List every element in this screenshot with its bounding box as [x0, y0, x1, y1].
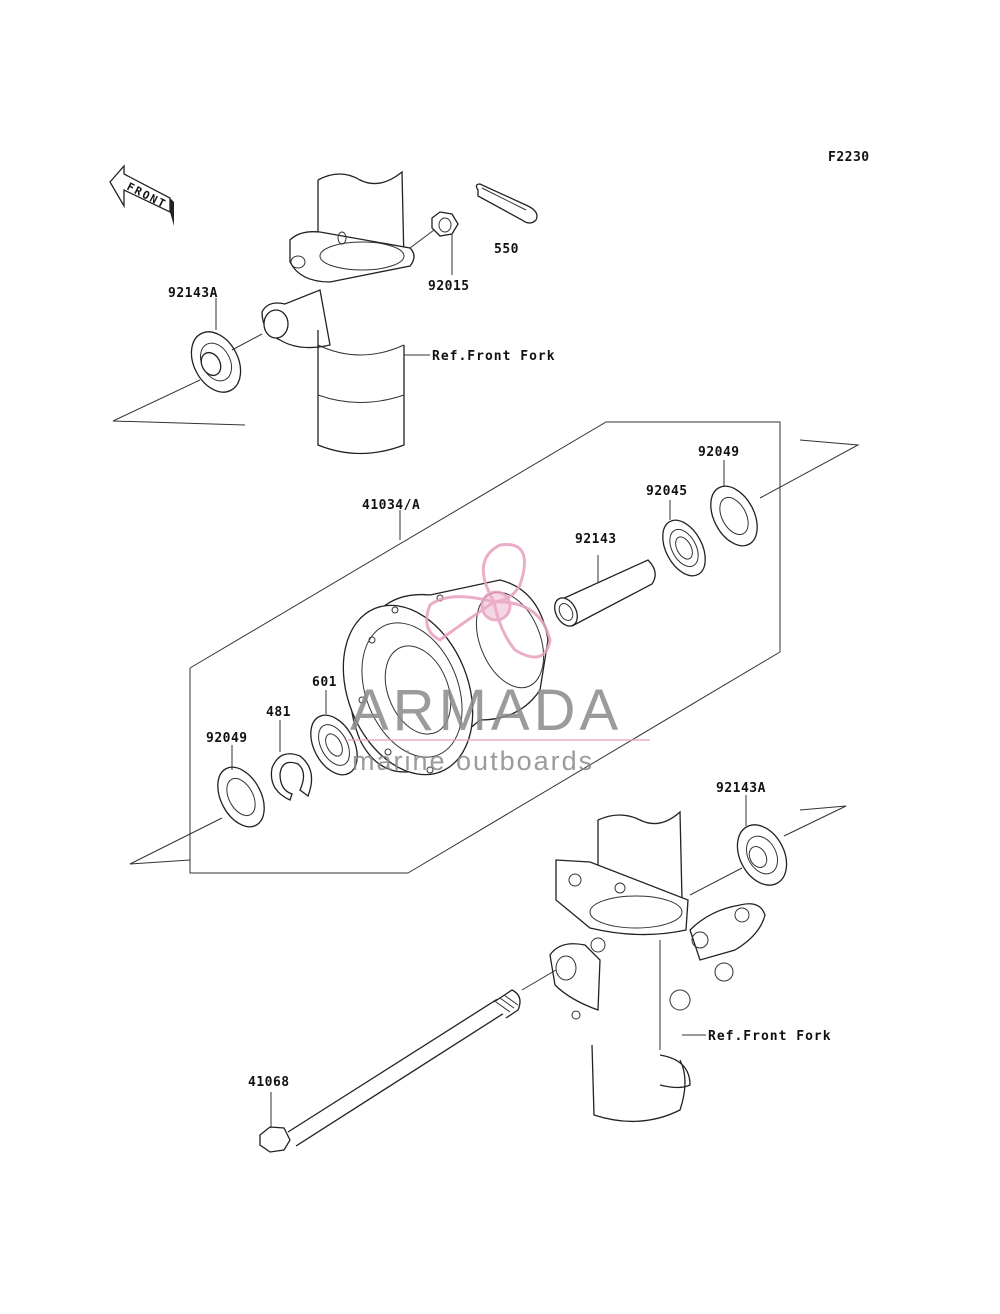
- label-550: 550: [494, 242, 519, 257]
- spacer-92143: [554, 555, 656, 627]
- label-481: 481: [266, 705, 291, 720]
- label-92049-left: 92049: [206, 731, 248, 746]
- label-92015: 92015: [428, 279, 470, 294]
- circlip-481: [270, 720, 313, 801]
- figure-code: F2230: [828, 150, 870, 165]
- label-41068: 41068: [248, 1075, 290, 1090]
- collar-92143a-bottom: [736, 795, 788, 886]
- front-fork-bottom: [549, 810, 766, 1123]
- label-ref-front-fork-bottom: Ref.Front Fork: [708, 1029, 832, 1044]
- label-ref-front-fork-top: Ref.Front Fork: [432, 349, 556, 364]
- bearing-601: [310, 690, 358, 776]
- bearing-92045: [662, 500, 706, 577]
- nut-92015: [409, 211, 459, 249]
- axle-41068: [259, 989, 521, 1153]
- collar-92143a-top: [190, 331, 242, 393]
- watermark-brand: ARMADA: [350, 678, 622, 743]
- propeller-logo-icon: [425, 543, 552, 659]
- label-601: 601: [312, 675, 337, 690]
- hub-41034a: [342, 579, 549, 776]
- front-label: FRONT: [125, 180, 169, 211]
- front-arrow-icon: FRONT: [109, 164, 174, 226]
- label-92143a-bottom: 92143A: [716, 781, 766, 796]
- seal-92049-left: [217, 745, 265, 828]
- label-92049-right: 92049: [698, 445, 740, 460]
- label-92045: 92045: [646, 484, 688, 499]
- label-92143: 92143: [575, 532, 617, 547]
- seal-92049-right: [710, 460, 758, 547]
- cotter-pin-550: [475, 183, 538, 224]
- watermark-tagline: marine outboards: [352, 746, 594, 776]
- hub-assembly-outline: [189, 421, 781, 874]
- label-92143a-top: 92143A: [168, 286, 218, 301]
- watermark: ARMADA marine outboards: [348, 543, 650, 776]
- label-41034a: 41034/A: [362, 498, 420, 513]
- front-fork-top: [261, 170, 415, 455]
